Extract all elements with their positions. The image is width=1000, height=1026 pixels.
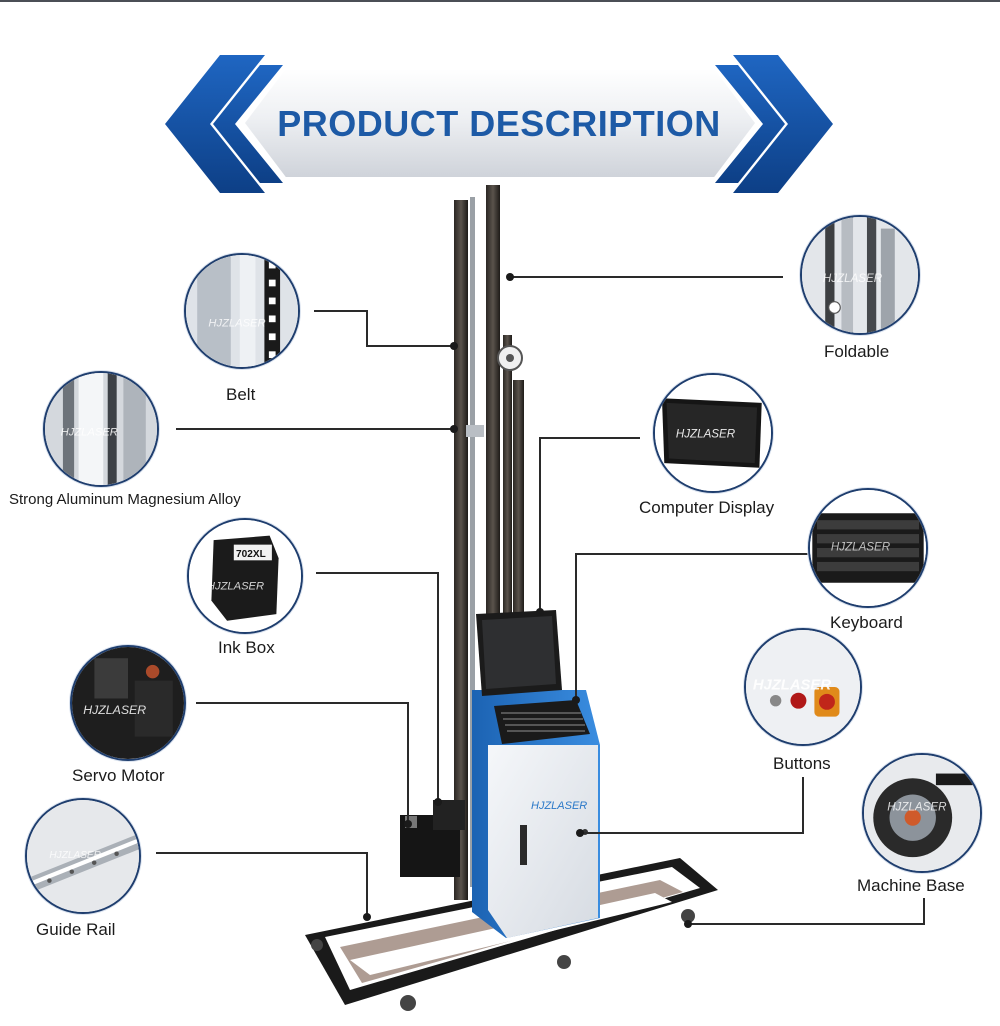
cabinet-monitor (476, 610, 562, 696)
section-banner: PRODUCT DESCRIPTION (165, 55, 833, 193)
ink-box-label: Ink Box (218, 638, 275, 657)
leader-keyboard (575, 553, 808, 700)
keyboard-photo: HJZLASER (808, 488, 928, 608)
leader-ink-box (316, 572, 439, 800)
svg-text:HJZLASER: HJZLASER (61, 427, 118, 439)
top-divider (0, 0, 1000, 2)
guide-rail-label: Guide Rail (36, 920, 116, 939)
machine-base-label: Machine Base (857, 876, 965, 895)
leader-belt (314, 310, 454, 347)
banner-plate (245, 69, 755, 177)
svg-text:HJZLASER: HJZLASER (823, 272, 883, 285)
control-cabinet (472, 690, 600, 938)
leader-servo-motor (196, 702, 409, 822)
belt-label: Belt (226, 385, 256, 404)
machine-base-photo: HJZLASER (862, 753, 982, 873)
guide-rail-photo: HJZLASER (25, 798, 141, 914)
buttons-photo: HJZLASER (744, 628, 862, 746)
servo-motor-photo: HJZLASER (70, 645, 186, 761)
chevron-left-icon (165, 55, 283, 193)
servo-motor-label: Servo Motor (72, 766, 165, 785)
svg-text:HJZLASER: HJZLASER (831, 540, 891, 553)
alloy-photo: HJZLASER (43, 371, 159, 487)
svg-text:HJZLASER: HJZLASER (753, 677, 831, 693)
svg-text:HJZLASER: HJZLASER (207, 580, 264, 592)
chevron-right-icon (715, 55, 833, 193)
svg-text:HJZLASER: HJZLASER (49, 850, 101, 861)
svg-text:HJZLASER: HJZLASER (887, 801, 947, 814)
computer-display-photo: HJZLASER (653, 373, 773, 493)
ink-box-photo: 702XL HJZLASER (187, 518, 303, 634)
svg-text:HJZLASER: HJZLASER (208, 318, 265, 330)
svg-text:HJZLASER: HJZLASER (676, 428, 736, 441)
svg-text:HJZLASER: HJZLASER (83, 703, 146, 717)
leader-machine-base (688, 898, 925, 925)
leader-guide-rail (156, 852, 368, 917)
leader-computer-display (539, 437, 640, 612)
alloy-label: Strong Aluminum Magnesium Alloy (9, 491, 241, 508)
cabinet-keyboard (494, 700, 590, 744)
foldable-label: Foldable (824, 342, 890, 361)
banner-title: PRODUCT DESCRIPTION (277, 103, 721, 144)
keyboard-label: Keyboard (830, 613, 903, 632)
leader-buttons (580, 777, 804, 834)
computer-display-label: Computer Display (639, 498, 775, 517)
belt-photo: HJZLASER (184, 253, 300, 369)
foldable-photo: HJZLASER (800, 215, 920, 335)
svg-text:702XL: 702XL (236, 549, 266, 560)
cabinet-logo: HJZLASER (531, 800, 587, 812)
buttons-label: Buttons (773, 754, 831, 773)
